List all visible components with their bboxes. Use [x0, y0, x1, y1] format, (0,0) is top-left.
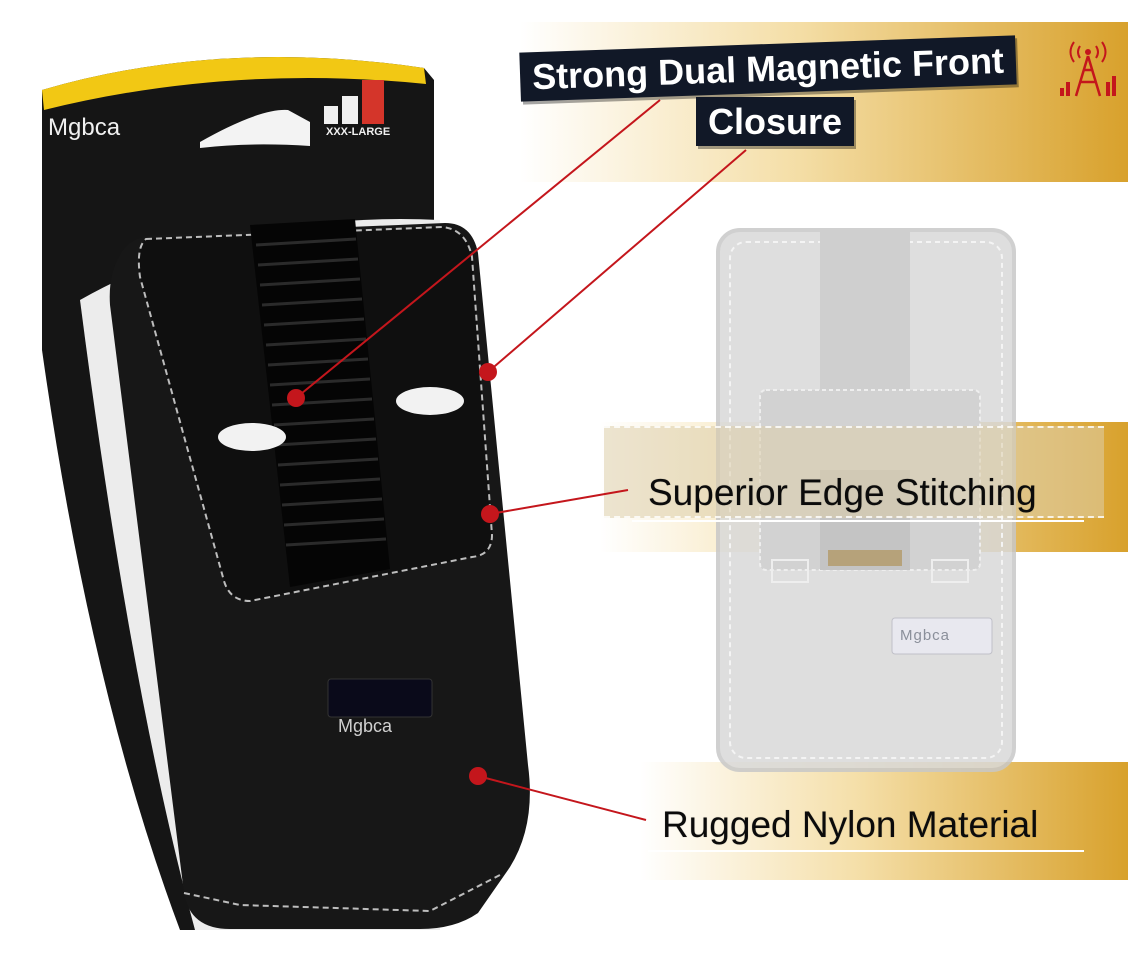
stitching-underline [632, 520, 1084, 522]
stitching-label: Superior Edge Stitching [648, 472, 1037, 513]
front-logo-text: Mgbca [338, 716, 393, 736]
cell-tower-icon [1060, 41, 1116, 97]
material-label: Rugged Nylon Material [662, 804, 1039, 845]
belt-strap [604, 426, 1104, 518]
holster-front [109, 219, 530, 929]
closure-dot-1 [287, 389, 305, 407]
material-gold-band [640, 762, 1128, 880]
closure-label-line2: Closure [696, 97, 855, 147]
back-logo-text: Mgbca [900, 627, 951, 644]
closure-dot-2 [479, 363, 497, 381]
stitching-dot [481, 505, 499, 523]
material-dot [469, 767, 487, 785]
card-brand-text: Mgbca [48, 114, 121, 141]
material-underline [648, 850, 1084, 852]
size-label: XXX-LARGE [326, 126, 391, 138]
